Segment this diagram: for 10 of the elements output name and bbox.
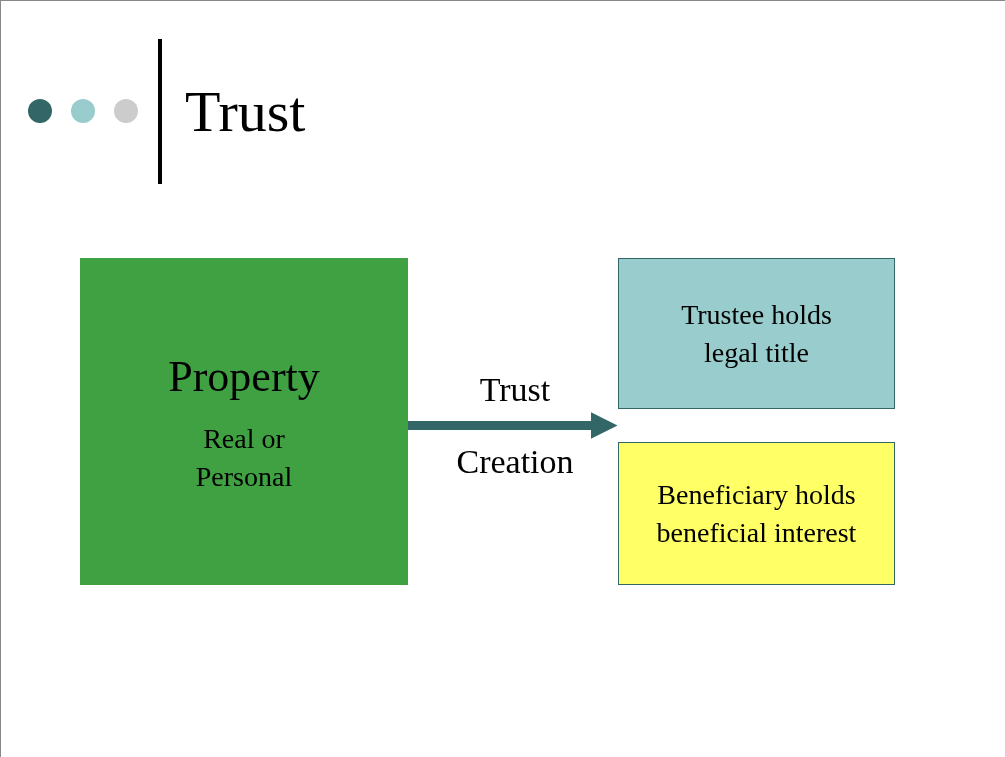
box-text: Beneficiary holds beneficial interest: [655, 477, 858, 550]
edge-label: Trust Creation: [455, 369, 575, 482]
trustee-box: [618, 258, 895, 409]
beneficiary-box: [618, 442, 895, 585]
arrow: [408, 412, 618, 439]
slide-title: Trust: [185, 82, 306, 141]
box-text: Trustee holds legal title: [680, 297, 833, 370]
box-heading: Property: [168, 351, 320, 403]
property-box: [80, 258, 408, 585]
box-text: Real or Personal: [194, 422, 294, 495]
